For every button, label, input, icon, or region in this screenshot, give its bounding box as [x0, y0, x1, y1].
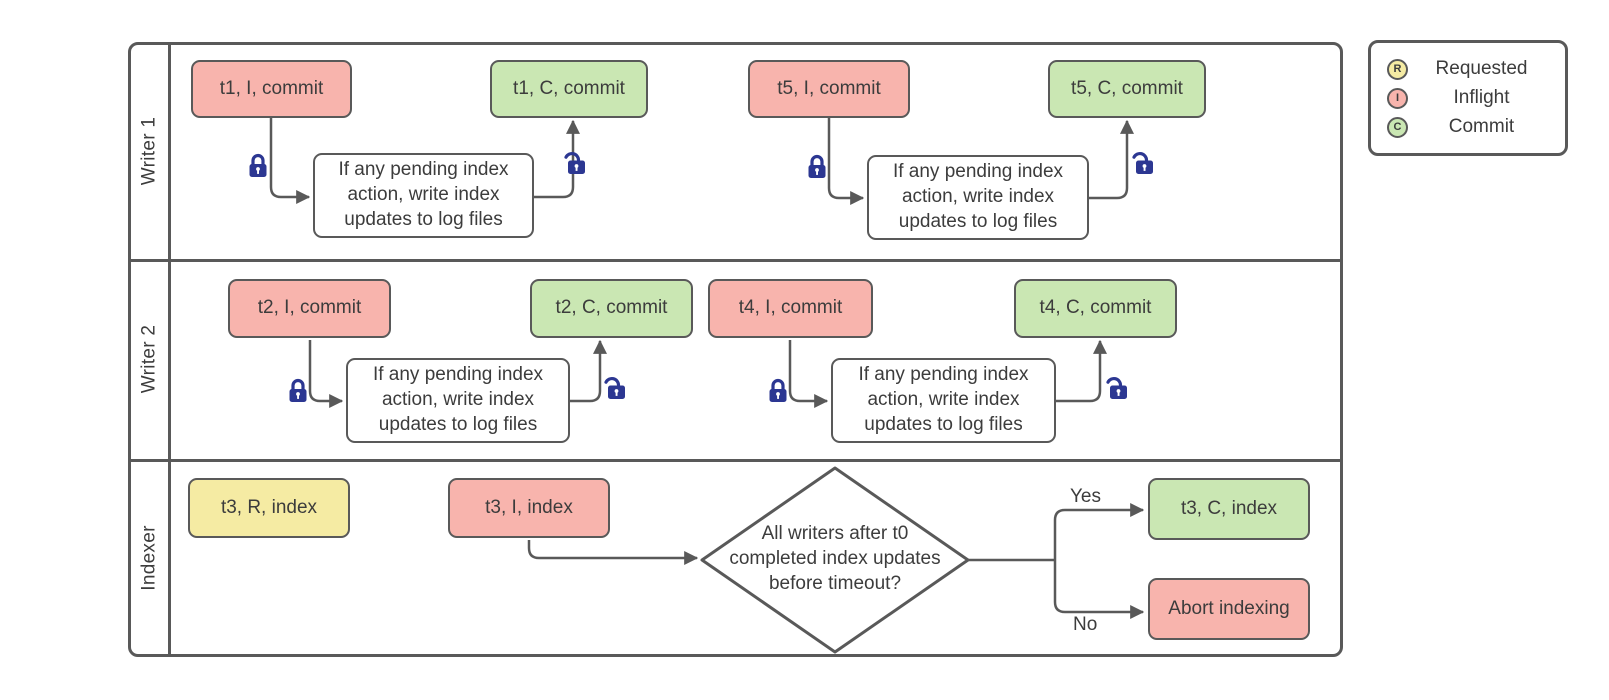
- node-t5-inflight: t5, I, commit: [748, 60, 910, 118]
- lane-writer1-label-cell: Writer 1: [128, 42, 171, 259]
- lock-closed-icon: [806, 153, 828, 185]
- legend-label-requested: Requested: [1435, 58, 1528, 79]
- lock-closed-icon: [247, 152, 269, 184]
- lane-divider-2: [128, 459, 1343, 462]
- node-t3-requested: t3, R, index: [188, 478, 350, 538]
- legend-label-inflight: Inflight: [1453, 87, 1510, 108]
- no-branch-label: No: [1073, 614, 1098, 635]
- legend-item-commit: C Commit: [1387, 113, 1555, 142]
- node-t4-inflight: t4, I, commit: [708, 279, 873, 338]
- legend: R Requested I Inflight C Commit: [1368, 40, 1568, 156]
- legend-label-commit: Commit: [1448, 116, 1515, 137]
- lane-indexer-label-cell: Indexer: [128, 459, 171, 657]
- lock-open-icon: [1130, 149, 1155, 182]
- lane-label-indexer: Indexer: [138, 525, 160, 591]
- lock-closed-icon: [767, 377, 789, 409]
- lock-open-icon: [562, 149, 587, 182]
- node-t1-commit: t1, C, commit: [490, 60, 648, 118]
- yes-branch-label: Yes: [1070, 486, 1101, 507]
- legend-item-requested: R Requested: [1387, 55, 1555, 84]
- lane-label-writer1: Writer 1: [138, 116, 160, 185]
- lane-label-writer2: Writer 2: [138, 324, 160, 394]
- lock-open-icon: [602, 374, 627, 407]
- node-t2-commit: t2, C, commit: [530, 279, 693, 338]
- inflight-state-icon: I: [1387, 87, 1408, 109]
- lane-label-divider: [168, 42, 171, 657]
- node-t1-inflight: t1, I, commit: [191, 60, 352, 118]
- lock-closed-icon: [287, 377, 309, 409]
- node-t3-commit: t3, C, index: [1148, 478, 1310, 540]
- node-t3-inflight: t3, I, index: [448, 478, 610, 538]
- requested-state-icon: R: [1387, 58, 1408, 80]
- legend-item-inflight: I Inflight: [1387, 84, 1555, 113]
- node-t4-commit: t4, C, commit: [1014, 279, 1177, 338]
- decision-text: All writers after t0 completed index upd…: [729, 523, 941, 594]
- process-box-writer1-t1: If any pending index action, write index…: [313, 153, 534, 238]
- node-t2-inflight: t2, I, commit: [228, 279, 391, 338]
- commit-state-icon: C: [1387, 116, 1408, 138]
- lane-writer2-label-cell: Writer 2: [128, 259, 171, 459]
- process-box-writer2-t2: If any pending index action, write index…: [346, 358, 570, 443]
- node-abort-indexing: Abort indexing: [1148, 578, 1310, 640]
- lock-open-icon: [1104, 374, 1129, 407]
- lane-divider-1: [128, 259, 1343, 262]
- process-box-writer2-t4: If any pending index action, write index…: [831, 358, 1056, 443]
- process-box-writer1-t5: If any pending index action, write index…: [867, 155, 1089, 240]
- node-t5-commit: t5, C, commit: [1048, 60, 1206, 118]
